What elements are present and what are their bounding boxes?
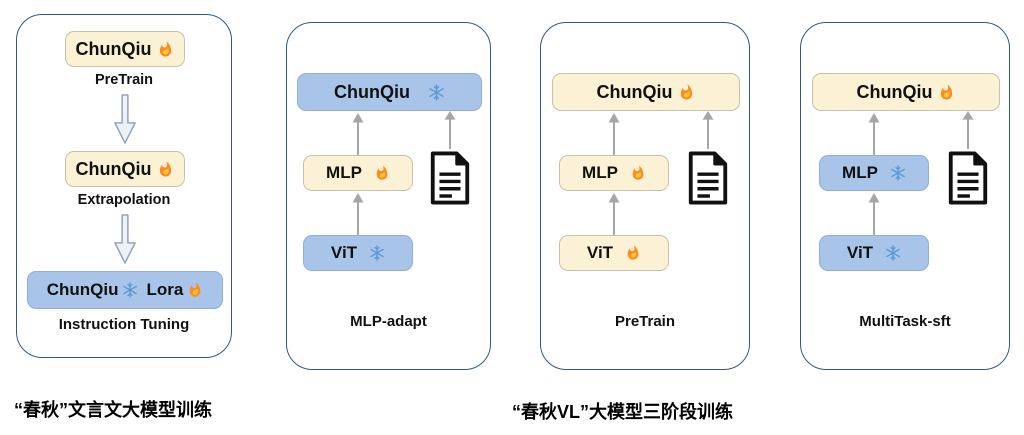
vit-box: ViT	[559, 235, 669, 271]
module-label: ViT	[846, 243, 874, 262]
up-arrow-icon	[608, 193, 620, 235]
model-box-instruction-tuning: ChunQiu Lora	[27, 271, 223, 309]
model-label: ChunQiu	[46, 280, 119, 299]
step-caption-pretrain: PreTrain	[94, 72, 154, 88]
vit-box: ViT	[303, 235, 413, 271]
mlp-box: MLP	[559, 155, 669, 191]
snowflake-icon	[122, 282, 138, 298]
vit-box: ViT	[819, 235, 929, 271]
flame-icon	[187, 282, 203, 298]
adapter-label: Lora	[146, 280, 184, 299]
flame-icon	[157, 161, 174, 178]
model-label: ChunQiu	[75, 38, 152, 59]
step-caption-extrapolation: Extrapolation	[77, 192, 171, 208]
up-arrow-icon	[962, 111, 974, 149]
flame-icon	[625, 245, 641, 261]
snowflake-icon	[428, 84, 445, 101]
document-icon	[945, 149, 991, 207]
up-arrow-icon	[352, 193, 364, 235]
up-arrow-icon	[868, 193, 880, 235]
snowflake-icon	[369, 245, 385, 261]
panel-text-model-training: ChunQiu PreTrain ChunQiu Extrapolation C…	[16, 14, 232, 358]
module-label: MLP	[326, 163, 362, 182]
up-arrow-icon	[444, 111, 456, 149]
flame-icon	[374, 165, 390, 181]
flame-icon	[938, 84, 955, 101]
model-label: ChunQiu	[75, 158, 152, 179]
down-arrow-icon	[113, 94, 137, 144]
caption-vl-model: “春秋VL”大模型三阶段训练	[512, 402, 733, 422]
panel-vl-stage-multitask-sft: ChunQiu MLP ViT MultiTask-sft	[800, 22, 1010, 370]
caption-text-model: “春秋”文言文大模型训练	[14, 400, 212, 420]
llm-box: ChunQiu	[297, 73, 482, 111]
snowflake-icon	[885, 245, 901, 261]
step-caption-instruction-tuning: Instruction Tuning	[58, 316, 190, 333]
document-icon	[427, 149, 473, 207]
panel-vl-stage-mlp-adapt: ChunQiu MLP ViT MLP-adapt	[286, 22, 491, 370]
flame-icon	[157, 41, 174, 58]
mlp-box: MLP	[819, 155, 929, 191]
stage-label: PreTrain	[614, 313, 676, 330]
module-label: MLP	[582, 163, 618, 182]
model-box-pretrain: ChunQiu	[65, 31, 185, 67]
up-arrow-icon	[868, 113, 880, 155]
flame-icon	[630, 165, 646, 181]
down-arrow-icon	[113, 214, 137, 264]
mlp-box: MLP	[303, 155, 413, 191]
up-arrow-icon	[608, 113, 620, 155]
llm-box: ChunQiu	[812, 73, 1000, 111]
model-box-extrapolation: ChunQiu	[65, 151, 185, 187]
module-label: ViT	[330, 243, 358, 262]
stage-label: MultiTask-sft	[859, 313, 951, 330]
module-label: MLP	[842, 163, 878, 182]
model-label: ChunQiu	[596, 81, 673, 102]
panel-vl-stage-pretrain: ChunQiu MLP ViT PreTrain	[540, 22, 750, 370]
model-label: ChunQiu	[334, 81, 410, 102]
model-label: ChunQiu	[856, 81, 933, 102]
llm-box: ChunQiu	[552, 73, 740, 111]
up-arrow-icon	[352, 113, 364, 155]
snowflake-icon	[890, 165, 906, 181]
stage-label: MLP-adapt	[350, 313, 427, 330]
document-icon	[685, 149, 731, 207]
up-arrow-icon	[702, 111, 714, 149]
flame-icon	[678, 84, 695, 101]
module-label: ViT	[586, 243, 614, 262]
